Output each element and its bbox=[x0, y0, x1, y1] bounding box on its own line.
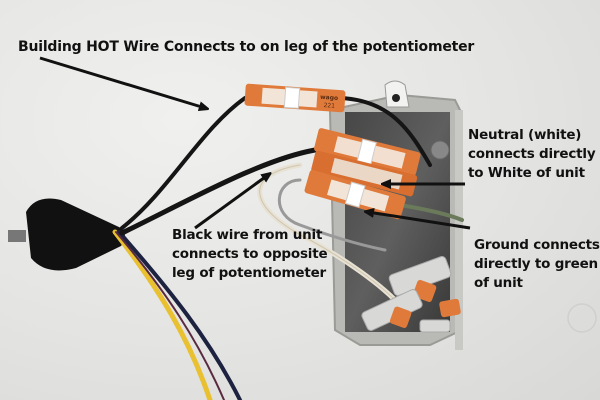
black-wire-label-line: Black wire from unit bbox=[172, 227, 323, 243]
ground-label-line: Ground connects bbox=[474, 237, 600, 253]
model-text: 221 bbox=[323, 102, 335, 110]
brand-text: wago bbox=[320, 94, 338, 102]
neutral-label-line: to White of unit bbox=[468, 165, 585, 181]
ground-label-line: of unit bbox=[474, 275, 523, 291]
wago-connector-top: wago 221 bbox=[244, 83, 346, 113]
neutral-label-line: connects directly bbox=[468, 146, 596, 162]
neutral-label-line: Neutral (white) bbox=[468, 127, 582, 143]
hot-wire-arrow bbox=[39, 56, 205, 108]
ground-label-line: directly to green bbox=[474, 256, 598, 272]
power-plug bbox=[8, 198, 125, 271]
ground-label: Ground connects directly to green of uni… bbox=[474, 236, 600, 293]
wall-mark bbox=[567, 303, 597, 333]
annotation-arrows bbox=[39, 56, 471, 230]
black-wire-arrow bbox=[194, 175, 268, 230]
neutral-label: Neutral (white) connects directly to Whi… bbox=[468, 126, 596, 183]
ground-arrow bbox=[368, 212, 471, 230]
hot-wire-label: Building HOT Wire Connects to on leg of … bbox=[18, 38, 474, 57]
wago-connector-cluster bbox=[361, 256, 461, 333]
hot-wire-label-line: Building HOT Wire Connects to on leg of … bbox=[18, 39, 475, 55]
wires bbox=[112, 96, 464, 400]
black-wire-label: Black wire from unit connects to opposit… bbox=[172, 226, 328, 283]
black-wire-label-line: leg of potentiometer bbox=[172, 265, 326, 281]
black-wire-label-line: connects to opposite bbox=[172, 246, 328, 262]
